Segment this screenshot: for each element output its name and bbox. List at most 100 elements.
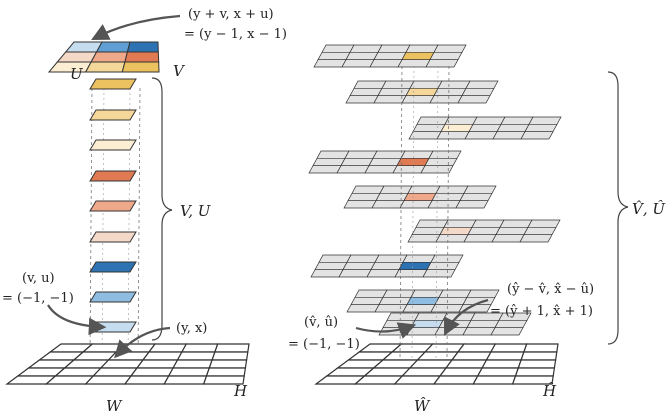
- right-layer-cell: [345, 95, 379, 104]
- right-layer-cell: [398, 261, 432, 271]
- right-base-cell: [517, 359, 557, 369]
- right-layer-cell: [401, 95, 435, 104]
- right-layer-cell: [382, 289, 416, 298]
- right-layer-cell: [386, 312, 420, 321]
- right-layer-cell: [409, 80, 443, 89]
- right-layer-cell: [433, 44, 467, 53]
- right-layer-cell: [369, 59, 403, 68]
- left-stack-cell: [89, 78, 137, 90]
- right-base-cell: [489, 343, 528, 353]
- right-base-cell: [438, 367, 484, 377]
- right-grid-label-w: Ŵ: [414, 397, 431, 415]
- right-base-cell: [485, 351, 525, 361]
- right-guide-line: [399, 65, 403, 359]
- right-layer-cell: [392, 165, 426, 174]
- right-layer-cell: [405, 44, 439, 53]
- right-layer-cell: [494, 319, 528, 329]
- right-layer-cell: [374, 254, 408, 263]
- right-base-cell: [416, 351, 460, 361]
- right-layer-cell: [341, 59, 375, 68]
- right-base-cell: [444, 359, 488, 369]
- left-stack-cell: [89, 200, 137, 212]
- right-layer-cell: [338, 269, 372, 278]
- right-guide-line: [435, 65, 439, 359]
- kernel-cell: [84, 61, 126, 73]
- right-layer-cell: [444, 116, 478, 125]
- right-layer-cell: [528, 116, 562, 125]
- left-guide-line: [137, 87, 141, 361]
- left-stack-cell: [89, 139, 137, 151]
- right-layer-cell: [366, 269, 400, 278]
- left-base-cell: [123, 375, 170, 385]
- left-base-cell: [202, 375, 245, 385]
- right-layer-cell: [412, 123, 446, 133]
- left-kernel-grid: [47, 41, 160, 73]
- right-base-cell: [520, 351, 558, 361]
- right-layer-cell: [375, 192, 409, 202]
- right-layer-cell: [342, 261, 376, 271]
- left-base-cell: [141, 351, 183, 361]
- left-dashed-guides: [89, 87, 141, 361]
- right-layer-cell: [428, 150, 462, 159]
- right-layer-cell: [397, 59, 431, 68]
- right-layer-cell: [312, 157, 346, 167]
- left-stack-cell: [89, 231, 137, 243]
- right-layer-cell: [346, 304, 380, 313]
- left-base-cell: [107, 351, 151, 361]
- right-layer-cell: [350, 296, 384, 306]
- right-layer-cell: [411, 226, 445, 236]
- right-layer-cell: [349, 44, 383, 53]
- right-layer-cell: [379, 185, 413, 194]
- right-layer-cell: [316, 150, 350, 159]
- right-layer-cell: [492, 131, 526, 140]
- right-layer-cell: [422, 269, 456, 278]
- right-layer-cell: [347, 192, 381, 202]
- right-layer-cell: [403, 192, 437, 202]
- right-layer-cell: [467, 226, 501, 236]
- right-layer-cell: [336, 165, 370, 174]
- left-base-cell: [147, 343, 188, 353]
- right-guide-line: [411, 65, 415, 359]
- kernel-label-v: V: [173, 62, 186, 80]
- right-layer-cell: [370, 261, 404, 271]
- right-layer-cell: [372, 150, 406, 159]
- right-layer-cell: [461, 87, 495, 97]
- right-layer-cell: [396, 157, 430, 167]
- right-grid-label-h: Ĥ: [542, 382, 557, 400]
- right-layer-cell: [353, 80, 387, 89]
- right-base-cell: [481, 359, 522, 369]
- left-base-cell: [172, 359, 213, 369]
- right-layer-cell: [438, 289, 472, 298]
- kernel-cell: [56, 51, 98, 63]
- right-layer-cell: [321, 44, 355, 53]
- right-layer-cell: [443, 219, 477, 228]
- right-layer-cell: [313, 59, 347, 68]
- top-annotation-line1: (y + v, x + u): [188, 7, 274, 22]
- right-layer-cell: [354, 289, 388, 298]
- right-layer-cell: [308, 165, 342, 174]
- kernel-cell: [126, 41, 159, 53]
- offset-annotation-arrow: [47, 304, 107, 336]
- right-offset-annotation-line1: (v̂, û): [304, 315, 338, 330]
- right-brace: [607, 71, 629, 345]
- left-stack-cell: [89, 109, 137, 121]
- right-layer-cell: [399, 200, 433, 209]
- left-stack-cell: [89, 170, 137, 182]
- right-layer-cell: [435, 234, 469, 243]
- left-base-cell: [211, 351, 249, 361]
- left-base-cell: [205, 367, 247, 377]
- left-stack-cell: [89, 261, 137, 273]
- right-layer-cell: [462, 327, 496, 336]
- right-layer-cell: [414, 312, 448, 321]
- right-layer-cell: [405, 87, 439, 97]
- right-layer-cell: [466, 319, 500, 329]
- right-layer-cell: [459, 192, 493, 202]
- right-layer-cell: [499, 219, 533, 228]
- left-base-cell: [176, 351, 216, 361]
- right-layer-cell: [520, 131, 554, 140]
- right-base-cell: [450, 351, 492, 361]
- right-target-arrow: [444, 298, 489, 336]
- right-dashed-guides: [399, 65, 450, 359]
- right-layer-cell: [436, 131, 470, 140]
- right-layer-cell: [340, 157, 374, 167]
